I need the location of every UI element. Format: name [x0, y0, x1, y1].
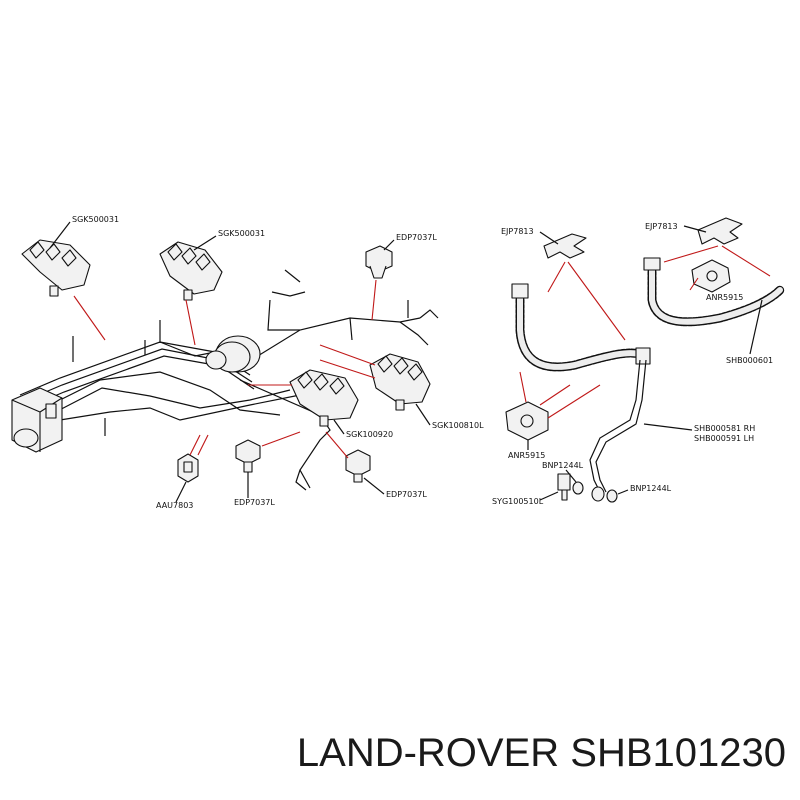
label-bnp1244l-left: BNP1244L [542, 461, 584, 470]
washer-bnp1244l-right [606, 489, 618, 503]
clip-sgk100810l [369, 353, 431, 411]
label-anr5915-right: ANR5915 [706, 293, 743, 302]
label-sgk500031-b: SGK500031 [218, 229, 265, 238]
flexible-hose-left [511, 283, 651, 372]
rigid-pipe-shb000581 [589, 359, 647, 493]
clip-edp7037l-top [365, 245, 393, 279]
clip-sgk100920 [289, 369, 359, 427]
abs-modulator-unit [11, 387, 63, 453]
retainer-ejp7813-right [697, 217, 743, 245]
clip-aau7803 [177, 453, 199, 483]
label-ejp7813-right: EJP7813 [645, 222, 678, 231]
banjo-fitting [591, 486, 605, 502]
brake-booster [205, 335, 261, 373]
label-shb000581: SHB000581 RH [694, 424, 755, 433]
label-sgk100920: SGK100920 [346, 430, 393, 439]
label-ejp7813-left: EJP7813 [501, 227, 534, 236]
flexible-hose-shb000601 [643, 257, 785, 327]
bolt-syg100510l [557, 473, 571, 501]
label-bnp1244l-right: BNP1244L [630, 484, 672, 493]
part-number-caption: LAND-ROVER SHB101230 [296, 731, 786, 775]
label-shb000601: SHB000601 [726, 356, 773, 365]
label-edp7037l-top: EDP7037L [396, 233, 437, 242]
label-sgk100810l: SGK100810L [432, 421, 484, 430]
label-edp7037l-bottom: EDP7037L [386, 490, 427, 499]
clip-edp7037l-mid [235, 439, 261, 473]
label-anr5915-left: ANR5915 [508, 451, 545, 460]
label-aau7803: AAU7803 [156, 501, 193, 510]
label-syg100510l: SYG100510L [492, 497, 544, 506]
label-edp7037l-mid: EDP7037L [234, 498, 275, 507]
washer-bnp1244l-left [572, 481, 584, 495]
label-shb000591: SHB000591 LH [694, 434, 754, 443]
label-sgk500031-a: SGK500031 [72, 215, 119, 224]
leader-lines [73, 245, 771, 459]
clip-sgk500031-b [159, 241, 223, 301]
bracket-anr5915-right [691, 259, 731, 293]
retainer-ejp7813-left [543, 233, 587, 259]
clip-sgk500031-a [21, 239, 91, 297]
bracket-anr5915-left [505, 401, 549, 441]
clip-edp7037l-bottom [345, 449, 371, 483]
